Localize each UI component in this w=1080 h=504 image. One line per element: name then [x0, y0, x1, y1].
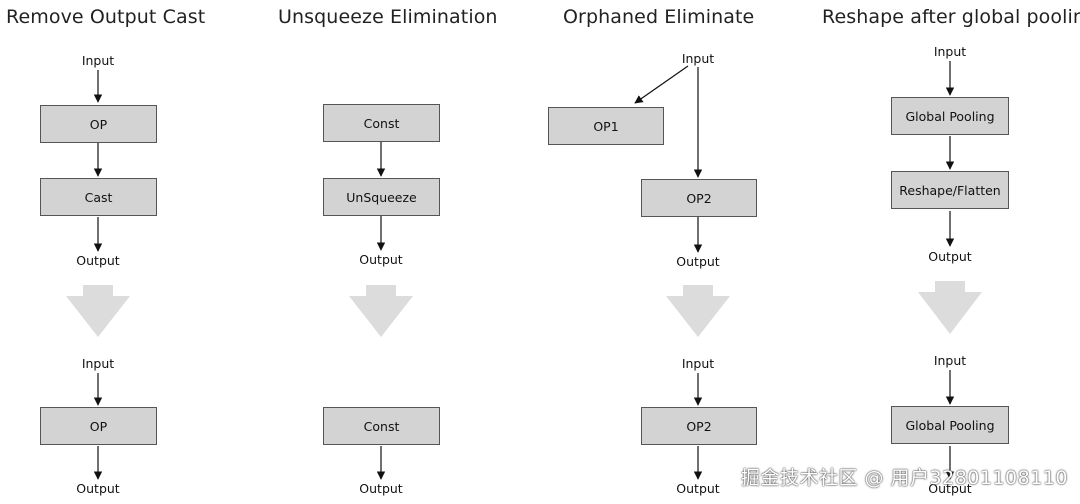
- node-cast: Cast: [40, 178, 157, 216]
- output-label: Output: [928, 249, 972, 264]
- node-global-pooling: Global Pooling: [891, 97, 1009, 135]
- edge-input-to-op1: [634, 65, 689, 104]
- node-op: OP: [40, 105, 157, 143]
- panel-title-unsqueeze-elimination: Unsqueeze Elimination: [278, 6, 498, 28]
- output-label: Output: [676, 254, 720, 269]
- input-label-after: Input: [681, 356, 715, 371]
- node-unsqueeze: UnSqueeze: [323, 178, 440, 216]
- input-label: Input: [81, 53, 115, 68]
- node-op2: OP2: [641, 179, 757, 217]
- transform-arrow-4: [918, 281, 982, 334]
- input-label: Input: [681, 51, 715, 66]
- node-global-pooling-after: Global Pooling: [891, 406, 1009, 444]
- node-op1: OP1: [548, 107, 664, 145]
- transform-arrow-1: [66, 285, 130, 337]
- input-label-after: Input: [81, 356, 115, 371]
- panel-title-reshape-after-global-pooling: Reshape after global pooling: [822, 6, 1080, 28]
- panel-title-remove-output-cast: Remove Output Cast: [6, 6, 206, 28]
- node-const: Const: [323, 104, 440, 142]
- watermark: 掘金技术社区 @ 用户3280110811​0: [740, 467, 1068, 489]
- output-label-after: Output: [928, 481, 972, 496]
- output-label-after: Output: [76, 481, 120, 496]
- node-reshape-flatten: Reshape/Flatten: [891, 171, 1009, 209]
- node-op2-after: OP2: [641, 407, 757, 445]
- output-label: Output: [76, 253, 120, 268]
- input-label-after: Input: [933, 353, 967, 368]
- node-op-after: OP: [40, 407, 157, 445]
- output-label: Output: [359, 252, 403, 267]
- output-label-after: Output: [359, 481, 403, 496]
- output-label-after: Output: [676, 481, 720, 496]
- transform-arrow-2: [349, 285, 413, 337]
- node-const-after: Const: [323, 407, 440, 445]
- input-label: Input: [933, 44, 967, 59]
- transform-arrow-3: [666, 285, 730, 337]
- panel-title-orphaned-eliminate: Orphaned Eliminate: [563, 6, 755, 28]
